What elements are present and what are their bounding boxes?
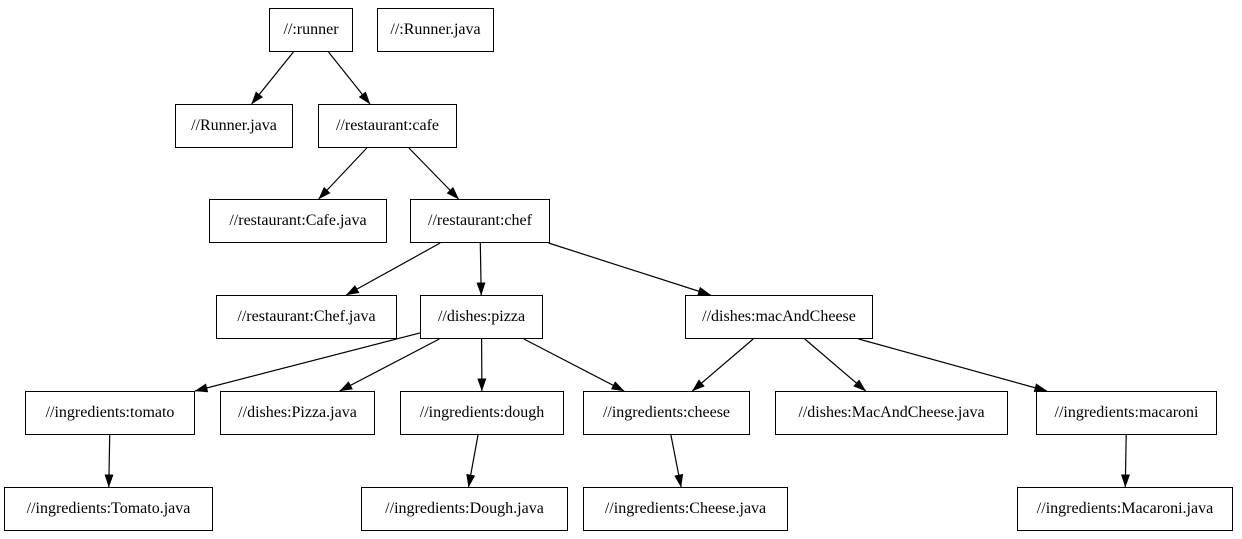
graph-node-macaroni: //ingredients:macaroni — [1036, 391, 1217, 435]
graph-node-runner-java: //Runner.java — [175, 104, 293, 148]
node-label: //:Runner.java — [390, 21, 481, 38]
node-label: //ingredients:Macaroni.java — [1036, 500, 1214, 517]
edge-macaroni-to-macaroni-java — [1121, 434, 1131, 488]
node-label: //restaurant:cafe — [335, 117, 440, 134]
node-label: //dishes:MacAndCheese.java — [798, 404, 985, 421]
graph-node-chef-java: //restaurant:Chef.java — [216, 295, 397, 339]
node-label: //dishes:pizza — [437, 308, 526, 325]
graph-node-runner-java-root: //:Runner.java — [377, 8, 494, 52]
edge-runner-to-cafe — [328, 51, 371, 105]
edge-pizza-to-cheese — [523, 338, 625, 392]
graph-node-cafe: //restaurant:cafe — [318, 104, 457, 148]
edge-mac-and-cheese-to-cheese — [691, 338, 754, 392]
edge-cafe-to-cafe-java — [318, 147, 368, 200]
edge-runner-to-runner-java — [251, 51, 294, 105]
node-label: //ingredients:dough — [419, 404, 545, 421]
graph-node-tomato: //ingredients:tomato — [25, 391, 195, 435]
node-label: //restaurant:chef — [428, 212, 532, 229]
node-label: //ingredients:tomato — [45, 404, 175, 421]
graph-node-tomato-java: //ingredients:Tomato.java — [4, 487, 213, 531]
node-label: //Runner.java — [191, 117, 277, 134]
node-label: //ingredients:cheese — [602, 404, 731, 421]
edge-pizza-to-pizza-java — [339, 338, 440, 392]
graph-node-mac-and-cheese: //dishes:macAndCheese — [685, 295, 873, 339]
node-label: //ingredients:Dough.java — [385, 500, 544, 517]
edge-chef-to-chef-java — [345, 242, 441, 296]
graph-node-macaroni-java: //ingredients:Macaroni.java — [1017, 487, 1233, 531]
graph-node-runner: //:runner — [269, 8, 353, 52]
node-label: //restaurant:Cafe.java — [229, 212, 367, 229]
node-label: //ingredients:macaroni — [1054, 404, 1199, 421]
graph-node-cheese: //ingredients:cheese — [583, 391, 750, 435]
edge-cafe-to-chef — [408, 147, 460, 200]
graph-node-cafe-java: //restaurant:Cafe.java — [209, 199, 387, 243]
node-label: //dishes:Pizza.java — [238, 404, 357, 421]
edge-cheese-to-cheese-java — [670, 434, 684, 488]
graph-node-mac-and-cheese-java: //dishes:MacAndCheese.java — [775, 391, 1008, 435]
edge-chef-to-mac-and-cheese — [548, 242, 711, 296]
edge-mac-and-cheese-to-mac-and-cheese-java — [804, 338, 867, 392]
edge-chef-to-pizza — [476, 242, 486, 296]
graph-node-chef: //restaurant:chef — [410, 199, 550, 243]
edge-dough-to-dough-java — [466, 434, 479, 488]
graph-node-dough: //ingredients:dough — [400, 391, 564, 435]
edge-pizza-to-tomato — [194, 332, 421, 393]
edge-mac-and-cheese-to-macaroni — [858, 338, 1048, 393]
graph-node-dough-java: //ingredients:Dough.java — [361, 487, 568, 531]
node-label: //ingredients:Cheese.java — [604, 500, 767, 517]
graph-node-cheese-java: //ingredients:Cheese.java — [583, 487, 788, 531]
node-label: //:runner — [283, 21, 339, 38]
node-label: //dishes:macAndCheese — [702, 308, 856, 325]
graph-node-pizza-java: //dishes:Pizza.java — [220, 391, 375, 435]
node-label: //restaurant:Chef.java — [237, 308, 376, 325]
graph-node-pizza: //dishes:pizza — [420, 295, 543, 339]
edge-tomato-to-tomato-java — [104, 434, 114, 488]
node-label: //ingredients:Tomato.java — [26, 500, 191, 517]
